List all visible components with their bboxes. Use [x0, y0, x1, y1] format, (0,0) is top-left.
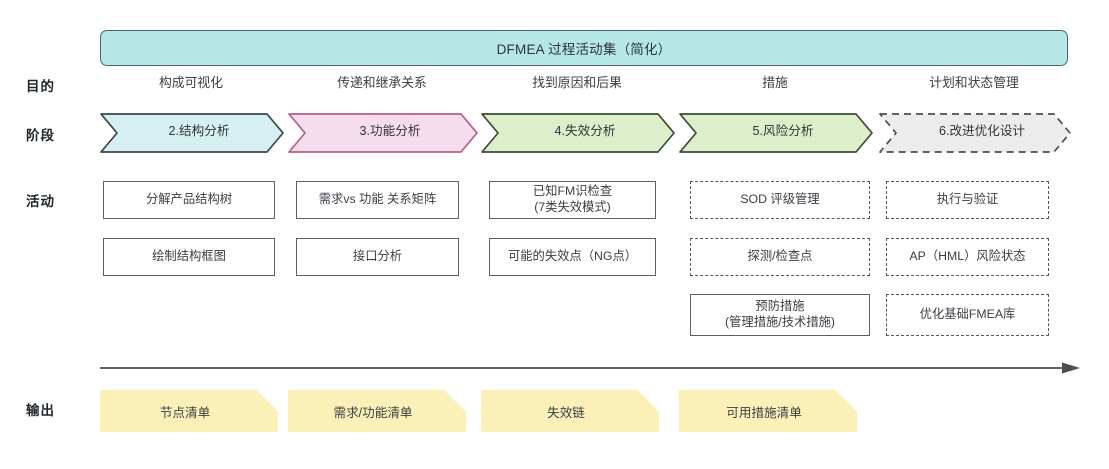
stage-chevron-1[interactable]: 2.结构分析 [100, 112, 284, 153]
folded-corner-icon [256, 390, 278, 412]
activity-box-5-3[interactable]: 优化基础FMEA库 [886, 294, 1049, 336]
row-label-activity: 活动 [26, 194, 55, 209]
output-banner-4[interactable]: 可用措施清单 [679, 390, 857, 432]
stage-chevron-5[interactable]: 6.改进优化设计 [879, 112, 1071, 153]
activity-box-label: 接口分析 [352, 249, 403, 264]
output-banner-2[interactable]: 需求/功能清单 [288, 390, 466, 432]
activity-box-label: 探测/检查点 [747, 249, 813, 264]
activity-box-label: 分解产品结构树 [145, 192, 233, 207]
activity-box-label: 需求vs 功能 关系矩阵 [318, 192, 437, 207]
diagram-title: DFMEA 过程活动集（简化） [100, 30, 1068, 66]
activity-box-4-3[interactable]: 预防措施(管理措施/技术措施) [690, 294, 870, 336]
output-banner-label: 失效链 [547, 405, 585, 420]
activity-box-5-2[interactable]: AP（HML）风险状态 [886, 238, 1049, 276]
stage-chevron-4[interactable]: 5.风险分析 [679, 112, 873, 153]
activity-box-4-1[interactable]: SOD 评级管理 [690, 181, 870, 219]
purpose-label-4: 措施 [762, 75, 788, 90]
activity-box-3-2[interactable]: 可能的失效点（NG点） [489, 238, 656, 276]
output-banner-1[interactable]: 节点清单 [100, 390, 278, 432]
activity-box-label: 执行与验证 [936, 192, 999, 207]
activity-box-1-2[interactable]: 绘制结构框图 [103, 238, 275, 276]
activity-box-3-1[interactable]: 已知FM识检查(7类失效模式) [489, 181, 656, 219]
activity-box-label: 预防措施(管理措施/技术措施) [725, 299, 835, 329]
folded-corner-icon [835, 390, 857, 412]
output-banner-label: 节点清单 [159, 405, 211, 420]
activity-box-1-1[interactable]: 分解产品结构树 [103, 181, 275, 219]
row-label-output: 输出 [26, 403, 55, 418]
purpose-label-2: 传递和继承关系 [337, 75, 427, 90]
activity-box-5-1[interactable]: 执行与验证 [886, 181, 1049, 219]
activity-box-label: 优化基础FMEA库 [919, 307, 1016, 322]
output-banner-label: 可用措施清单 [726, 405, 802, 420]
stage-chevron-3[interactable]: 4.失效分析 [481, 112, 675, 153]
row-label-stage: 阶段 [26, 128, 55, 143]
timeline-arrow [100, 362, 1080, 374]
activity-box-4-2[interactable]: 探测/检查点 [690, 238, 870, 276]
activity-box-label: 已知FM识检查(7类失效模式) [532, 184, 613, 214]
activity-box-label: AP（HML）风险状态 [909, 249, 1026, 264]
activity-box-label: SOD 评级管理 [740, 192, 820, 207]
stage-chevron-2[interactable]: 3.功能分析 [288, 112, 478, 153]
row-label-purpose: 目的 [26, 79, 55, 94]
activity-box-label: 绘制结构框图 [152, 249, 226, 264]
activity-box-2-2[interactable]: 接口分析 [296, 238, 459, 276]
activity-box-2-1[interactable]: 需求vs 功能 关系矩阵 [296, 181, 459, 219]
output-banner-label: 需求/功能清单 [333, 405, 413, 420]
purpose-label-5: 计划和状态管理 [929, 75, 1019, 90]
purpose-label-3: 找到原因和后果 [532, 75, 622, 90]
folded-corner-icon [637, 390, 659, 412]
activity-box-label: 可能的失效点（NG点） [507, 249, 638, 264]
output-banner-3[interactable]: 失效链 [481, 390, 659, 432]
folded-corner-icon [444, 390, 466, 412]
purpose-label-1: 构成可视化 [159, 75, 223, 90]
